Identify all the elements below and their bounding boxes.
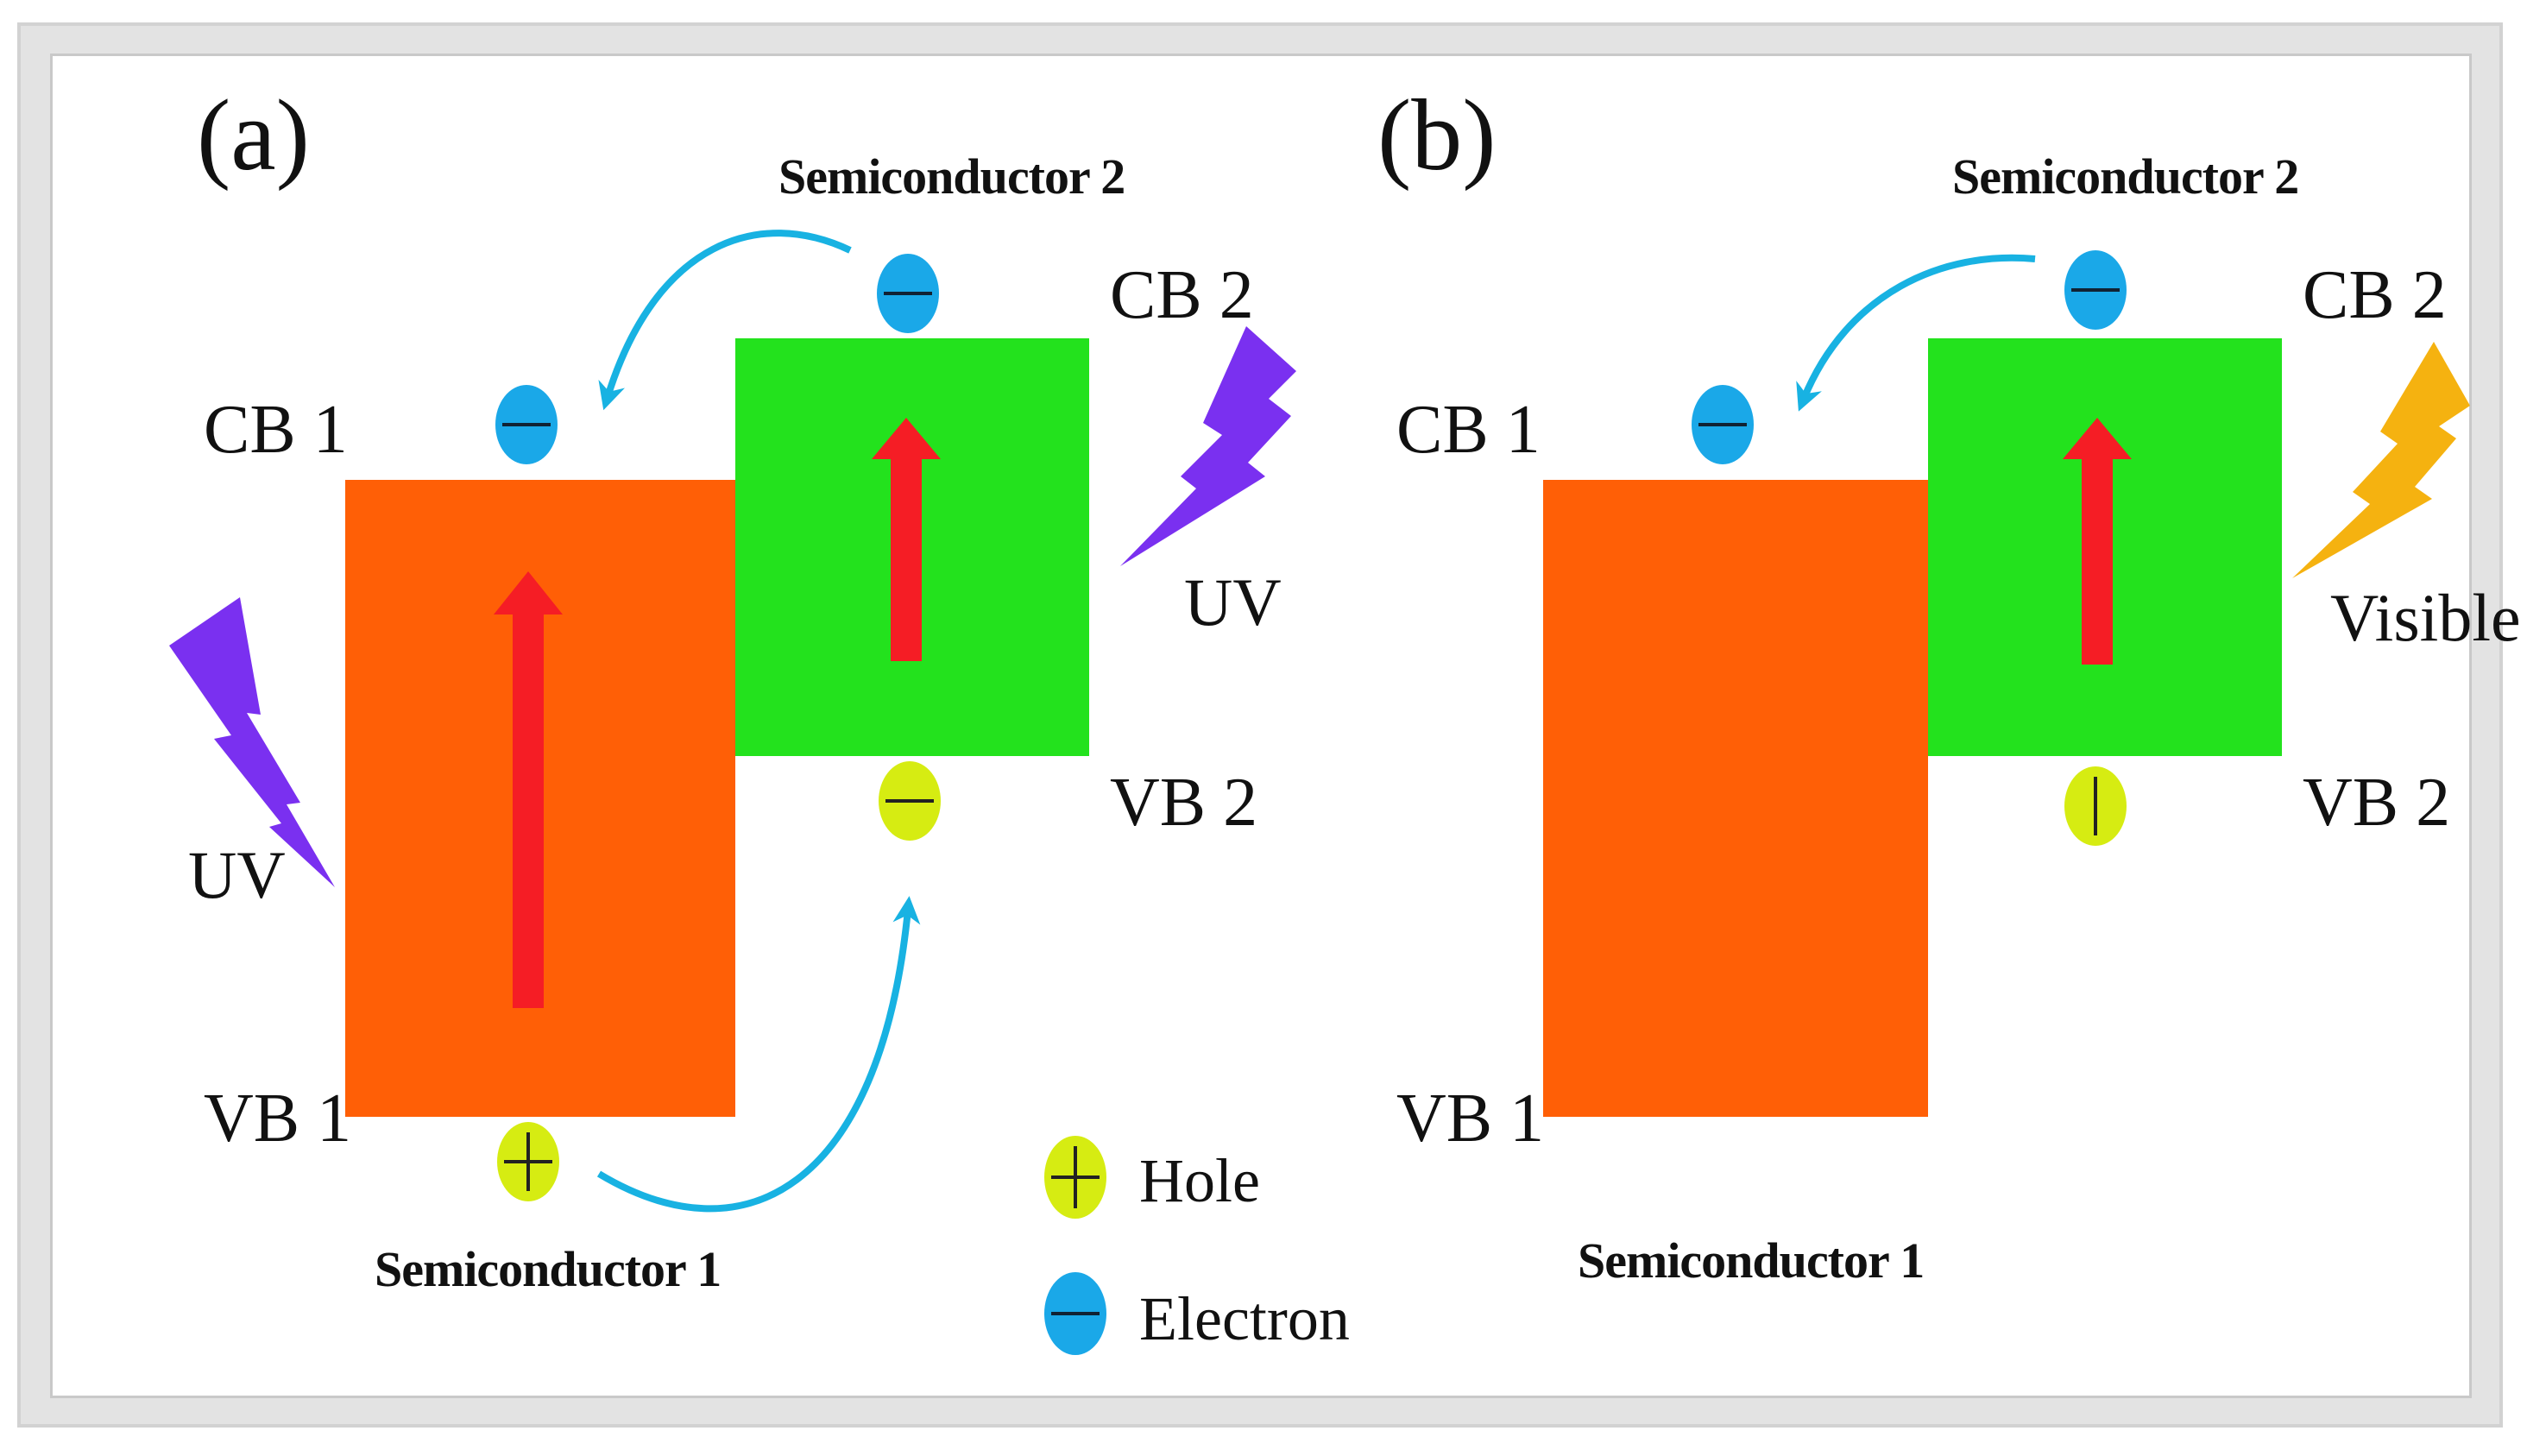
panel-a-cb1-label: CB 1 <box>204 392 348 468</box>
panel-b-vb2-label: VB 2 <box>2303 765 2450 841</box>
panel-b-cb1-label: CB 1 <box>1396 392 1541 468</box>
panel-b-electron-cb2 <box>2064 250 2127 330</box>
panel-b-cb2-label: CB 2 <box>2303 257 2447 333</box>
panel-a-letter: (a) <box>197 79 310 192</box>
legend: Hole Electron <box>1044 1136 1350 1355</box>
panel-a-uv-label-2: UV <box>1184 564 1282 640</box>
panel-b-semiconductor-1-band <box>1543 480 1928 1117</box>
panel-b-letter: (b) <box>1377 79 1497 192</box>
panel-a-uv-label-1: UV <box>188 837 286 912</box>
panel-a-hole-transfer-arrow <box>596 896 921 1213</box>
panel-b-visible-label: Visible <box>2330 580 2521 655</box>
panel-b-vb1-label: VB 1 <box>1396 1081 1544 1157</box>
panel-a-vb2-label: VB 2 <box>1110 765 1257 841</box>
panel-b-visible-lightning-icon <box>2292 342 2470 578</box>
panel-a-semiconductor-2-label: Semiconductor 2 <box>778 148 1125 205</box>
legend-hole-icon <box>1044 1136 1106 1219</box>
panel-a-excitation-arrow-1 <box>494 571 563 1008</box>
panel-a-vb1-label: VB 1 <box>204 1081 351 1157</box>
panel-a-semiconductor-1-label: Semiconductor 1 <box>375 1241 721 1297</box>
panel-a-electron-cb2 <box>877 254 939 333</box>
panel-a-excitation-arrow-2 <box>872 418 941 661</box>
panel-a-hole-vb1 <box>497 1122 559 1201</box>
legend-hole-label: Hole <box>1139 1146 1260 1215</box>
panel-b-semiconductor-2-label: Semiconductor 2 <box>1952 148 2298 205</box>
panel-a-hole-vb2 <box>879 761 941 841</box>
panel-a-electron-cb1 <box>495 385 558 464</box>
panel-b-hole-vb2 <box>2064 766 2127 846</box>
panel-a-electron-transfer-arrow <box>598 230 852 411</box>
panel-b: (b) CB 1 VB 1 CB 2 VB 2 Semiconductor 2 … <box>1377 79 2521 1289</box>
panel-b-electron-transfer-arrow <box>1796 254 2036 412</box>
panel-b-semiconductor-1-label: Semiconductor 1 <box>1578 1232 1924 1289</box>
legend-electron-label: Electron <box>1139 1284 1350 1353</box>
panel-b-excitation-arrow <box>2063 418 2132 665</box>
panel-a-uv-lightning-1-icon <box>169 597 335 887</box>
panel-a: (a) CB 1 VB 1 CB 2 VB 2 Semiconductor 2 … <box>169 79 1296 1297</box>
panel-a-cb2-label: CB 2 <box>1110 257 1254 333</box>
panel-a-uv-lightning-2-icon <box>1120 326 1296 566</box>
panel-b-electron-cb1 <box>1692 385 1754 464</box>
legend-electron-icon <box>1044 1272 1106 1355</box>
